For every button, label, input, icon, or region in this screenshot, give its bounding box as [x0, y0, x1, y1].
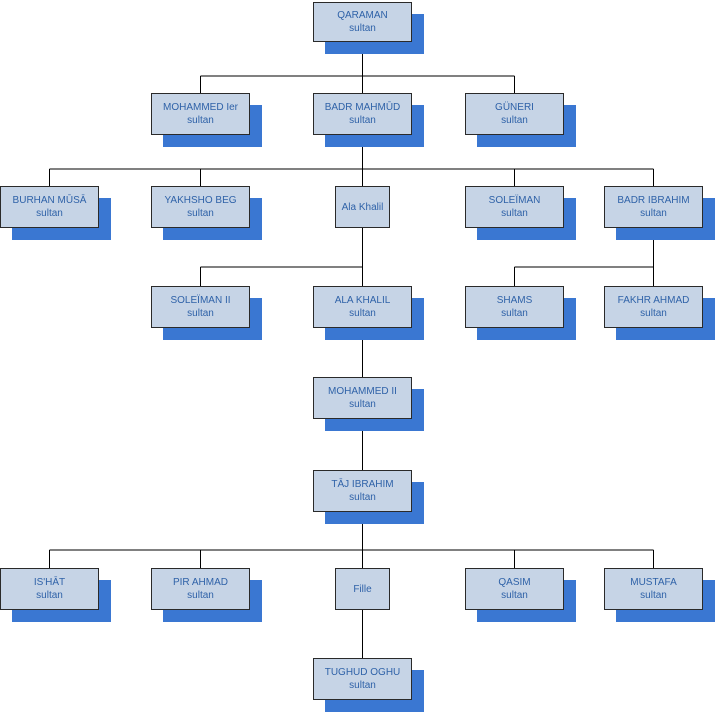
node-name: MOHAMMED II	[328, 386, 397, 397]
node-box: QASIM sultan	[465, 568, 564, 610]
node-title: sultan	[349, 680, 376, 691]
node-box: TĀJ IBRAHIM sultan	[313, 470, 412, 512]
node-title: sultan	[501, 208, 528, 219]
node-box: IS'HĀT sultan	[0, 568, 99, 610]
node-title: sultan	[187, 308, 214, 319]
node-name: IS'HĀT	[33, 577, 66, 588]
node-title: sultan	[349, 115, 376, 126]
node-title: sultan	[349, 23, 376, 34]
node-box: BURHAN MŪSĀ sultan	[0, 186, 99, 228]
node-box: SOLEÏMAN II sultan	[151, 286, 250, 328]
node-title: sultan	[187, 115, 214, 126]
node-name: Fille	[353, 583, 372, 595]
node-box: YAKHSHO BEG sultan	[151, 186, 250, 228]
node-title: sultan	[501, 115, 528, 126]
node-name: QASIM	[498, 577, 531, 588]
node-name: TUGHUD OGHU	[324, 667, 401, 678]
node-name: QARAMAN	[337, 10, 388, 21]
node-name: YAKHSHO BEG	[164, 195, 237, 206]
node-title: sultan	[349, 308, 376, 319]
node-name: SOLEÏMAN II	[170, 295, 231, 306]
node-name: BADR IBRAHIM	[617, 195, 690, 206]
node-box: BADR IBRAHIM sultan	[604, 186, 703, 228]
node-title: sultan	[640, 590, 667, 601]
node-name: SOLEÏMAN	[488, 195, 541, 206]
node-name: TĀJ IBRAHIM	[331, 479, 394, 490]
node-box: QARAMAN sultan	[313, 2, 412, 42]
node-name: SHAMS	[496, 295, 533, 306]
node-box: ALA KHALIL sultan	[313, 286, 412, 328]
node-box: MUSTAFA sultan	[604, 568, 703, 610]
node-box: MOHAMMED Ier sultan	[151, 93, 250, 135]
node-name: ALA KHALIL	[334, 295, 391, 306]
node-box: GÜNERI sultan	[465, 93, 564, 135]
node-title: sultan	[36, 208, 63, 219]
node-name: BADR MAHMŪD	[324, 102, 401, 113]
node-title: sultan	[501, 308, 528, 319]
node-title: sultan	[640, 308, 667, 319]
node-name: PIR AHMAD	[172, 577, 228, 588]
node-title: sultan	[501, 590, 528, 601]
node-box: FAKHR AHMAD sultan	[604, 286, 703, 328]
node-box: BADR MAHMŪD sultan	[313, 93, 412, 135]
node-title: sultan	[640, 208, 667, 219]
node-box: PIR AHMAD sultan	[151, 568, 250, 610]
node-name: BURHAN MŪSĀ	[12, 195, 87, 206]
node-box: SHAMS sultan	[465, 286, 564, 328]
node-box: Ala Khalil	[335, 186, 390, 228]
node-name: Ala Khalil	[341, 201, 384, 213]
node-title: sultan	[349, 492, 376, 503]
node-box: MOHAMMED II sultan	[313, 377, 412, 419]
node-title: sultan	[187, 208, 214, 219]
node-name: MOHAMMED Ier	[163, 102, 238, 113]
node-name: FAKHR AHMAD	[617, 295, 690, 306]
node-title: sultan	[349, 399, 376, 410]
node-name: MUSTAFA	[630, 577, 677, 588]
node-box: Fille	[335, 568, 390, 610]
node-title: sultan	[187, 590, 214, 601]
node-box: TUGHUD OGHU sultan	[313, 658, 412, 700]
node-title: sultan	[36, 590, 63, 601]
node-box: SOLEÏMAN sultan	[465, 186, 564, 228]
node-name: GÜNERI	[495, 102, 534, 113]
